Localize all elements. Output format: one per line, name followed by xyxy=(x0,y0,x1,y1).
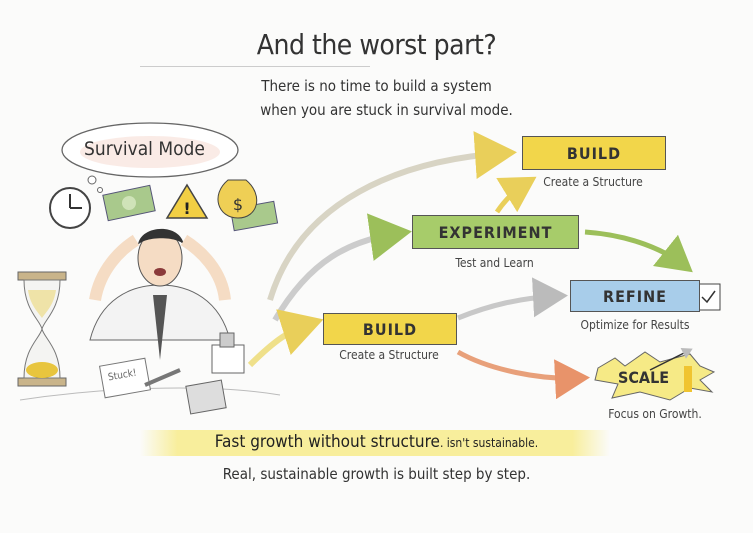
page-title: And the worst part? xyxy=(256,28,497,61)
thought-bubble-text: Survival Mode xyxy=(84,138,205,160)
key-message: Fast growth without structure. isn't sus… xyxy=(0,432,753,452)
title-divider xyxy=(140,66,370,67)
highlight-band xyxy=(140,430,610,456)
stressed-man-illustration xyxy=(89,228,231,360)
svg-text:!: ! xyxy=(183,199,190,218)
money-bag-icon: $ xyxy=(217,179,258,219)
build-step-middle-caption: Create a Structure xyxy=(339,348,439,362)
warning-icon: ! xyxy=(165,183,209,219)
arrow-to-build-top xyxy=(267,131,517,301)
arrow-experiment-to-build xyxy=(494,176,537,214)
growth-arrow-icon xyxy=(649,347,693,371)
arrow-experiment-to-refine xyxy=(584,229,693,273)
arrow-build-to-refine xyxy=(457,277,568,321)
pen-icon xyxy=(144,368,181,387)
scale-step: SCALE xyxy=(618,368,670,387)
subtitle-line-1: There is no time to build a system xyxy=(261,77,492,95)
pen-holder-icon xyxy=(211,332,245,374)
stuck-note xyxy=(98,357,152,399)
arrow-to-build-mid xyxy=(247,309,324,368)
key-message-tail: . isn't sustainable. xyxy=(439,436,539,450)
clock-icon xyxy=(49,187,91,229)
refine-step-caption: Optimize for Results xyxy=(580,318,690,332)
arrow-build-to-scale xyxy=(456,349,590,400)
subtitle-line-2: when you are stuck in survival mode. xyxy=(260,101,513,119)
desk xyxy=(19,387,281,401)
build-step-top: BUILD xyxy=(522,136,666,170)
scale-step-caption: Focus on Growth. xyxy=(608,407,702,421)
closing-line: Real, sustainable growth is built step b… xyxy=(222,465,531,483)
thought-bubble xyxy=(61,122,239,193)
calculator-icon xyxy=(185,379,227,415)
hourglass-icon xyxy=(17,271,67,387)
money-icon xyxy=(102,184,156,222)
arrow-to-experiment xyxy=(272,213,412,322)
key-message-main: Fast growth without structure xyxy=(214,432,440,452)
refine-step: REFINE xyxy=(570,280,700,312)
build-step-middle: BUILD xyxy=(323,313,457,345)
growth-bar-icon xyxy=(684,366,692,392)
experiment-step-caption: Test and Learn xyxy=(455,256,534,270)
svg-text:$: $ xyxy=(233,195,243,214)
build-step-top-caption: Create a Structure xyxy=(543,175,643,189)
experiment-step: EXPERIMENT xyxy=(412,215,579,249)
